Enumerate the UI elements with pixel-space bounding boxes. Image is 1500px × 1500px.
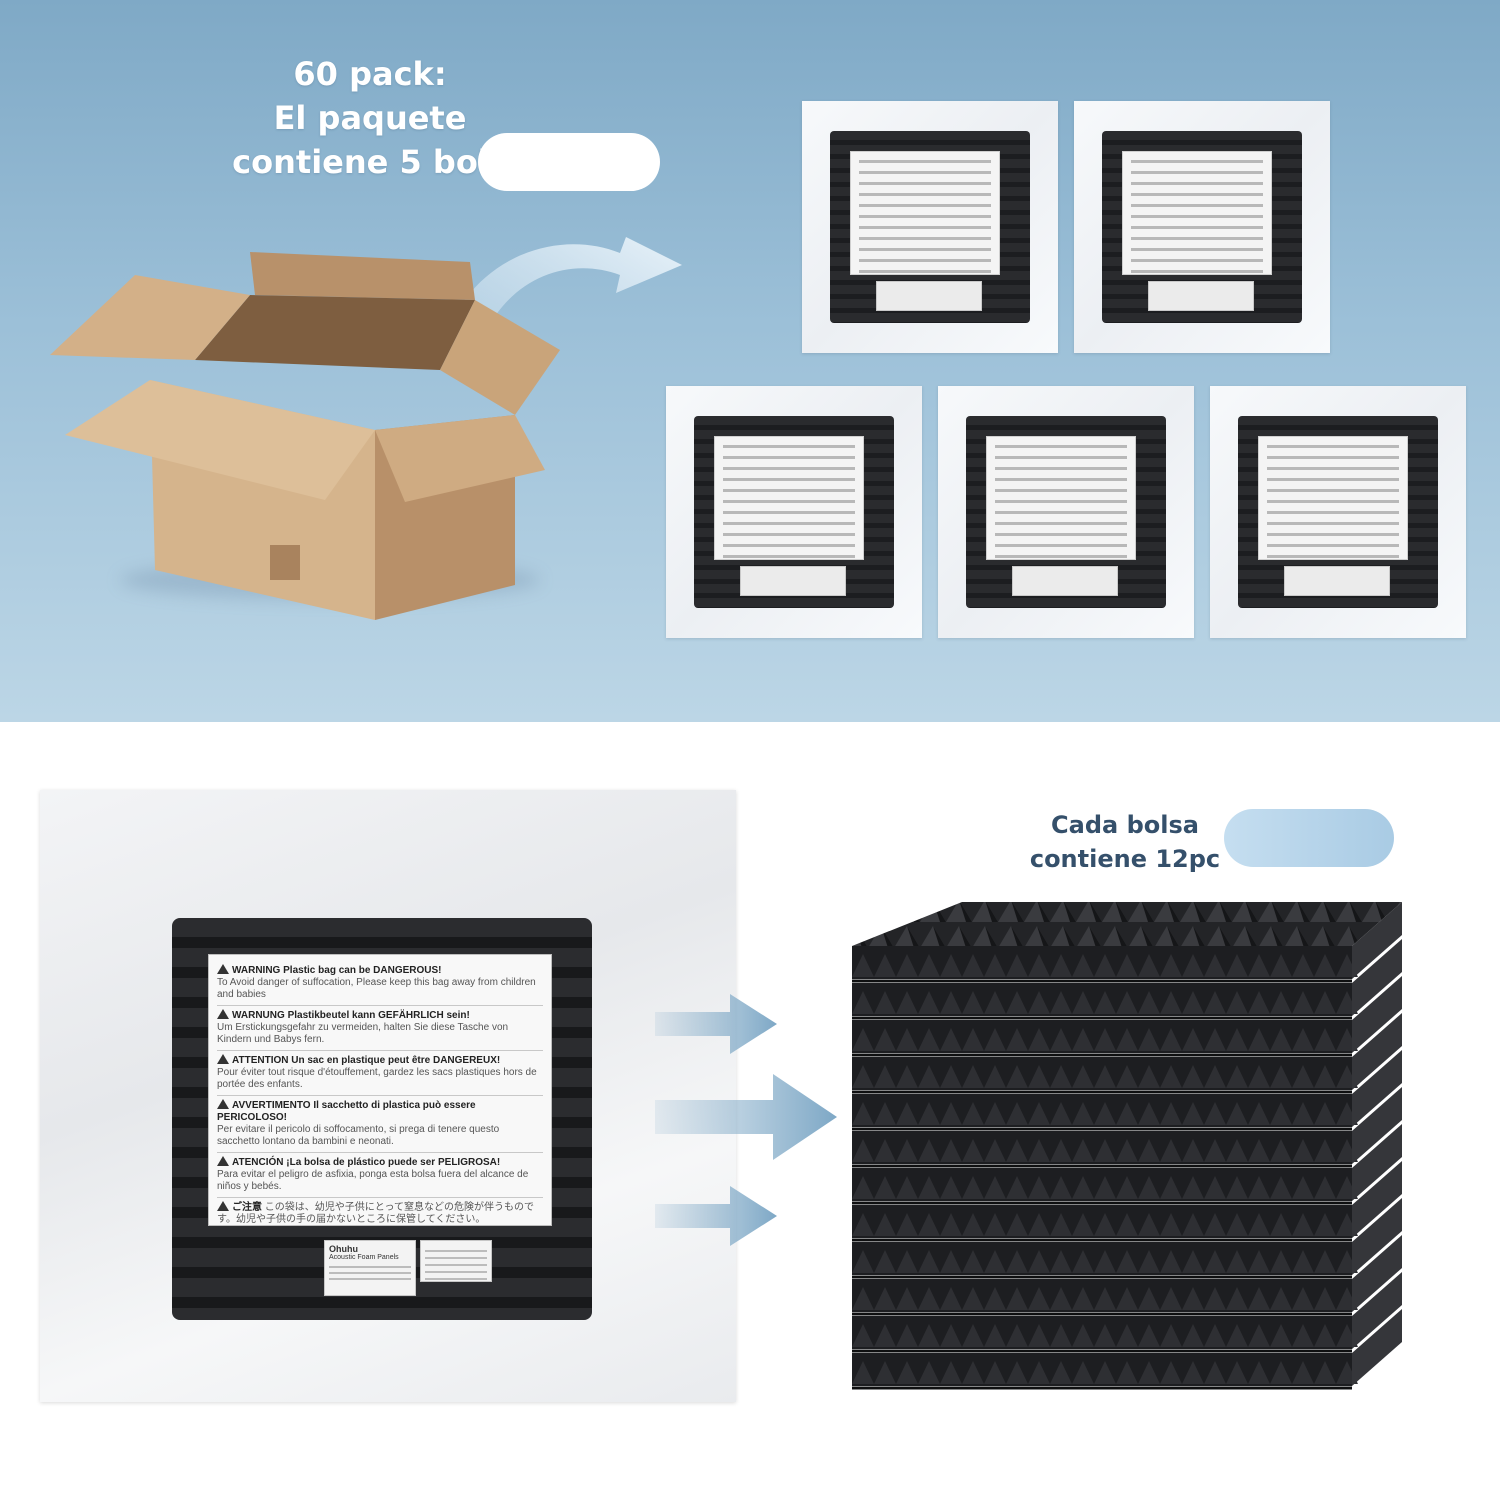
warning-icon bbox=[217, 1009, 229, 1019]
warning-bold: Il sacchetto di plastica può essere PERI… bbox=[217, 1100, 476, 1123]
arrow-right-icon bbox=[655, 1074, 837, 1160]
warning-text: To Avoid danger of suffocation, Please k… bbox=[217, 977, 536, 1000]
warning-row: WARNUNG Plastikbeutel kann GEFÄHRLICH se… bbox=[217, 1006, 543, 1051]
foam-panel bbox=[852, 1050, 1402, 1131]
warning-bold: Plastic bag can be DANGEROUS! bbox=[283, 965, 442, 976]
foam-bag-4 bbox=[938, 386, 1194, 638]
foam-panel bbox=[852, 976, 1402, 1057]
foam-panel bbox=[852, 1124, 1402, 1205]
stack-top-face bbox=[852, 902, 1402, 946]
warning-bold: ¡La bolsa de plástico puede ser PELIGROS… bbox=[286, 1157, 501, 1168]
foam-panel bbox=[852, 1087, 1402, 1168]
warning-icon bbox=[217, 1156, 229, 1166]
warning-head: AVVERTIMENTO bbox=[232, 1100, 311, 1111]
warning-icon bbox=[217, 1201, 229, 1211]
warning-row: ご注意 この袋は、幼児や子供にとって窒息などの危険が伴うものです。幼児や子供の手… bbox=[217, 1198, 543, 1230]
warning-icon bbox=[217, 1054, 229, 1064]
product-name: Acoustic Foam Panels bbox=[329, 1254, 399, 1261]
warning-bold: Plastikbeutel kann GEFÄHRLICH sein! bbox=[287, 1010, 470, 1021]
curved-arrow-icon bbox=[440, 237, 682, 375]
warning-bold: Un sac en plastique peut être DANGEREUX! bbox=[291, 1055, 501, 1066]
warning-label: WARNING Plastic bag can be DANGEROUS! To… bbox=[208, 954, 552, 1226]
warning-icon bbox=[217, 964, 229, 974]
warning-row: AVVERTIMENTO Il sacchetto di plastica pu… bbox=[217, 1096, 543, 1153]
foam-bag-2 bbox=[1074, 101, 1330, 353]
warning-row: ATENCIÓN ¡La bolsa de plástico puede ser… bbox=[217, 1153, 543, 1198]
warning-head: WARNUNG bbox=[232, 1010, 285, 1021]
warning-head: ATENCIÓN bbox=[232, 1157, 284, 1168]
product-sticker: Ohuhu Acoustic Foam Panels bbox=[324, 1240, 416, 1296]
foam-panel bbox=[852, 1235, 1402, 1316]
title-highlight-pill bbox=[478, 133, 660, 191]
brand-name: Ohuhu bbox=[329, 1244, 358, 1254]
arrow-right-icon bbox=[655, 994, 777, 1054]
top-title-line: 60 pack: bbox=[293, 55, 447, 93]
warning-head: ご注意 bbox=[232, 1202, 262, 1213]
cardboard-box-icon bbox=[50, 252, 560, 620]
foam-bag-1 bbox=[802, 101, 1058, 353]
caption-line: Cada bolsa bbox=[1051, 811, 1199, 839]
warning-text: Per evitare il pericolo di soffocamento,… bbox=[217, 1124, 500, 1147]
top-title: 60 pack: El paquete contiene 5 bols bbox=[190, 52, 550, 184]
foam-panel bbox=[852, 1309, 1402, 1390]
content-sticker bbox=[420, 1240, 492, 1282]
warning-text: この袋は、幼児や子供にとって窒息などの危険が伴うものです。幼児や子供の手の届かな… bbox=[217, 1202, 534, 1225]
foam-panel bbox=[852, 902, 1402, 983]
warning-icon bbox=[217, 1099, 229, 1109]
foam-panel bbox=[852, 939, 1402, 1020]
caption-line: contiene 12pc bbox=[1029, 845, 1221, 873]
top-title-line: El paquete bbox=[273, 99, 467, 137]
foam-panel bbox=[852, 1161, 1402, 1242]
foam-panel bbox=[852, 1198, 1402, 1279]
bag-contents-caption: Cada bolsa contiene 12pc bbox=[1010, 808, 1240, 876]
warning-row: ATTENTION Un sac en plastique peut être … bbox=[217, 1051, 543, 1096]
foam-panel bbox=[852, 1272, 1402, 1353]
warning-text: Pour éviter tout risque d'étouffement, g… bbox=[217, 1067, 537, 1090]
warning-head: ATTENTION bbox=[232, 1055, 289, 1066]
warning-text: Para evitar el peligro de asfixia, ponga… bbox=[217, 1169, 529, 1192]
foam-bag-3 bbox=[666, 386, 922, 638]
foam-panel-stack bbox=[852, 902, 1402, 1390]
caption-highlight-pill bbox=[1224, 809, 1394, 867]
warning-row: WARNING Plastic bag can be DANGEROUS! To… bbox=[217, 961, 543, 1006]
warning-head: WARNING bbox=[232, 965, 281, 976]
top-section: 60 pack: El paquete contiene 5 bols bbox=[0, 0, 1500, 722]
top-title-line: contiene 5 bols bbox=[232, 143, 508, 181]
foam-bag-5 bbox=[1210, 386, 1466, 638]
warning-text: Um Erstickungsgefahr zu vermeiden, halte… bbox=[217, 1022, 509, 1045]
arrow-right-icon bbox=[655, 1186, 777, 1246]
foam-panel bbox=[852, 1013, 1402, 1094]
